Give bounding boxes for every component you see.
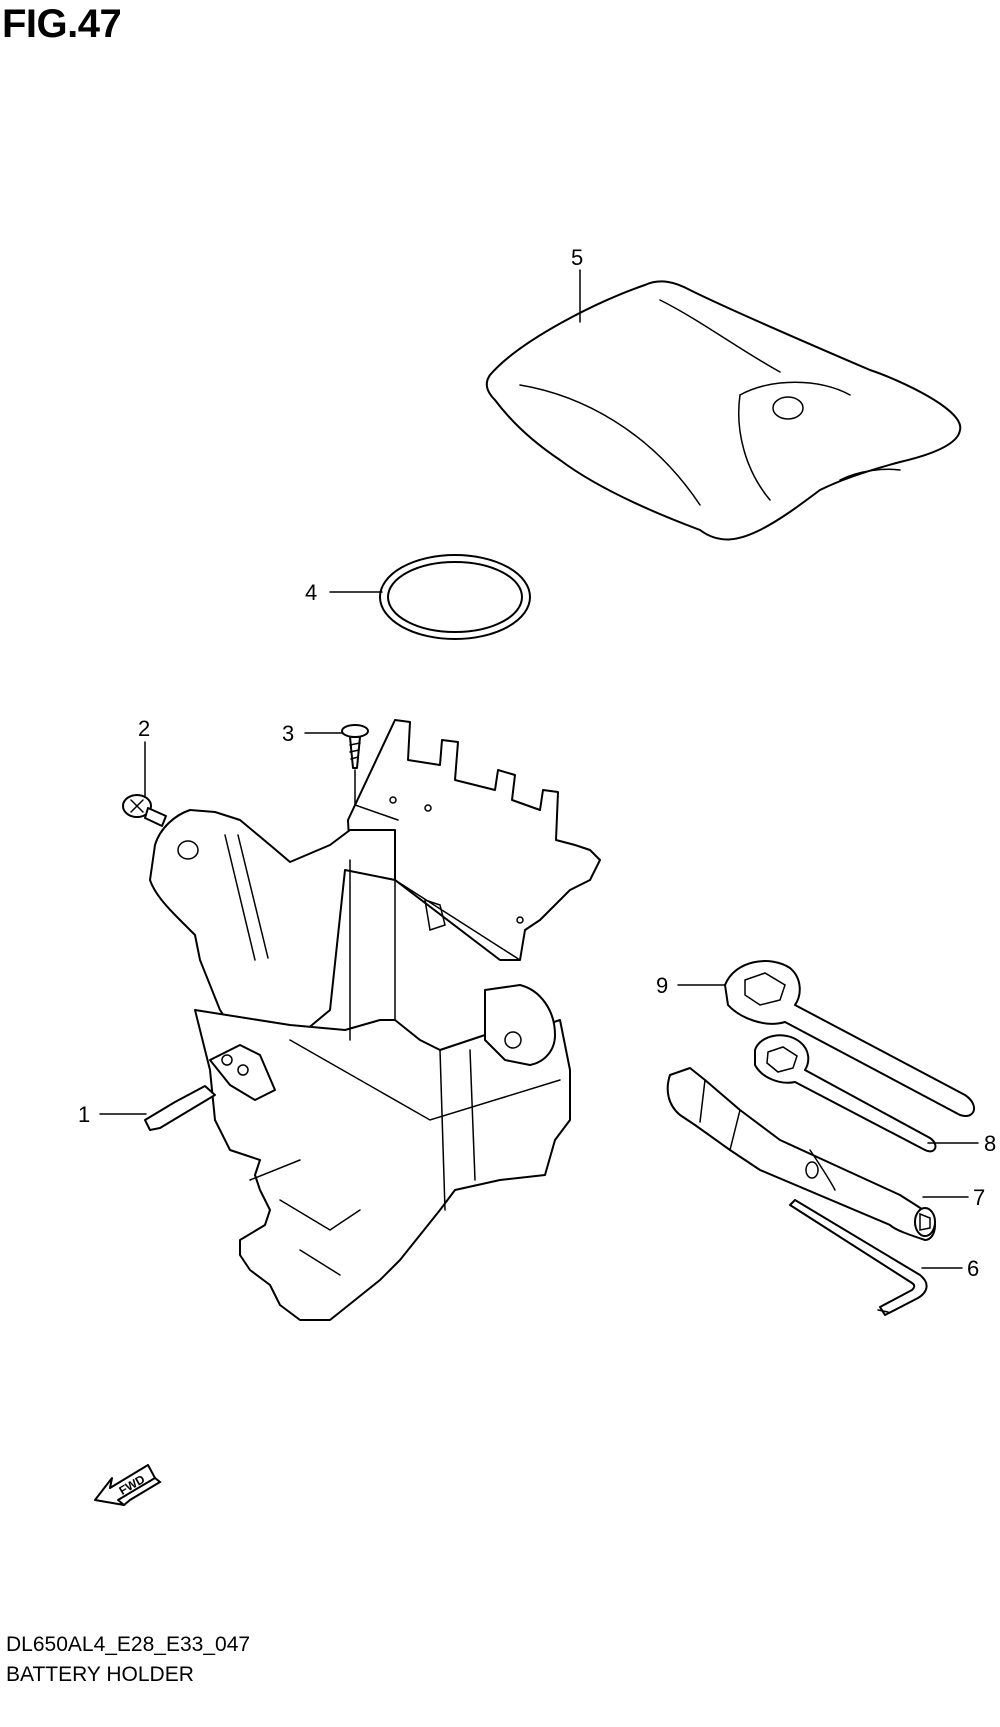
part-3-screw[interactable] [341, 724, 369, 769]
part-7-box-wrench[interactable] [666, 1067, 936, 1241]
part-6-hex-key[interactable] [789, 1199, 928, 1316]
diagram-code: DL650AL4_E28_E33_047 [6, 1633, 251, 1656]
callout-5: 5 [571, 245, 583, 270]
callout-1: 1 [78, 1102, 90, 1127]
callout-9: 9 [656, 973, 668, 998]
fwd-direction-arrow: FWD [94, 1464, 162, 1506]
part-9-large-spanner[interactable] [724, 960, 975, 1117]
figure-title: FIG.47 [2, 2, 122, 46]
callout-3: 3 [282, 721, 294, 746]
callout-2: 2 [138, 716, 150, 741]
diagram-caption: BATTERY HOLDER [6, 1663, 194, 1686]
callout-8: 8 [984, 1131, 996, 1156]
part-2-bolt[interactable] [122, 794, 167, 827]
part-4-o-ring[interactable] [379, 554, 531, 640]
callout-6: 6 [967, 1256, 979, 1281]
part-8-small-spanner[interactable] [754, 1034, 937, 1153]
part-1-battery-holder[interactable] [144, 719, 601, 1321]
part-5-tool-bag[interactable] [485, 280, 962, 541]
callout-7: 7 [973, 1185, 985, 1210]
callout-leaders [99, 269, 979, 1269]
callout-4: 4 [305, 580, 317, 605]
